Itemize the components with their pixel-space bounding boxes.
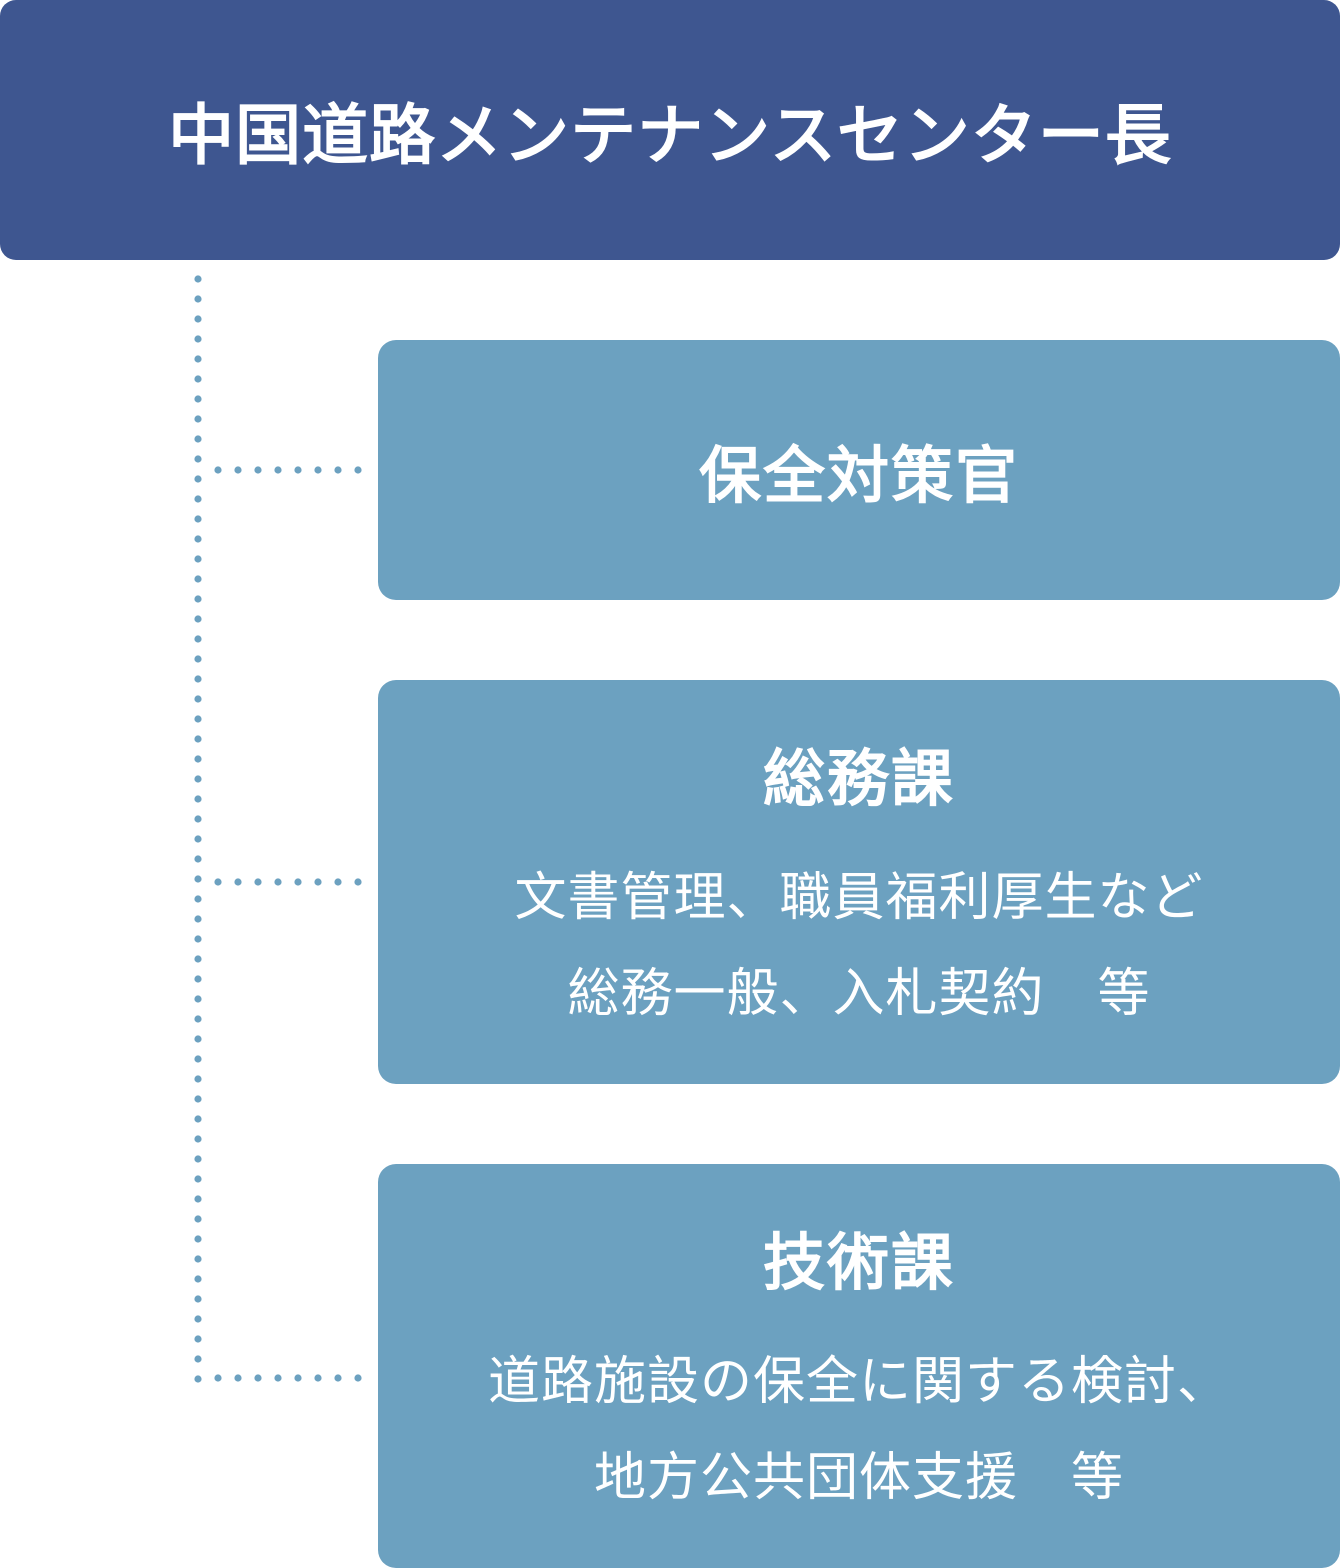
connector-dot <box>194 415 202 423</box>
connector-dot <box>194 1115 202 1123</box>
connector-dot <box>194 815 202 823</box>
unit-desc-line: 地方公共団体支援 等 <box>593 1448 1124 1508</box>
connector-dot <box>194 335 202 343</box>
connector-dot <box>194 1255 202 1263</box>
connector-dot <box>254 878 262 886</box>
connector-dot <box>194 295 202 303</box>
unit-title-safety-officer: 保全対策官 <box>698 439 1019 512</box>
connector-dot <box>194 1035 202 1043</box>
connector-dot <box>194 455 202 463</box>
connector-dot <box>194 495 202 503</box>
unit-box-safety-officer: 保全対策官 <box>378 340 1340 600</box>
connector-dot <box>234 1374 242 1382</box>
connector-dot <box>294 466 302 474</box>
unit-box-general-affairs: 総務課 文書管理、職員福利厚生など 総務一般、入札契約 等 <box>378 680 1340 1084</box>
connector-dot <box>194 635 202 643</box>
connector-dot <box>194 375 202 383</box>
connector-dot <box>194 595 202 603</box>
connector-dot <box>314 878 322 886</box>
connector-dot <box>214 1374 222 1382</box>
connector-dot <box>294 1374 302 1382</box>
connector-trunk-line <box>194 275 202 1383</box>
connector-dot <box>354 1374 362 1382</box>
connector-dot <box>194 855 202 863</box>
connector-dot <box>194 1335 202 1343</box>
connector-dot <box>194 935 202 943</box>
connector-dot <box>194 955 202 963</box>
connector-dot <box>194 1195 202 1203</box>
connector-dot <box>314 466 322 474</box>
connector-dot <box>234 878 242 886</box>
connector-dot <box>214 466 222 474</box>
connector-dot <box>194 535 202 543</box>
connector-dot <box>194 355 202 363</box>
unit-title-technical: 技術課 <box>762 1226 955 1299</box>
connector-dot <box>194 1055 202 1063</box>
connector-dot <box>194 995 202 1003</box>
connector-dot <box>294 878 302 886</box>
unit-title-general-affairs: 総務課 <box>762 742 955 815</box>
connector-dot <box>194 895 202 903</box>
unit-desc-technical: 道路施設の保全に関する検討、 地方公共団体支援 等 <box>488 1334 1230 1526</box>
connector-dot <box>194 1315 202 1323</box>
connector-dot <box>194 915 202 923</box>
connector-dot <box>194 1135 202 1143</box>
connector-dot <box>194 275 202 283</box>
connector-dot <box>354 878 362 886</box>
connector-dot <box>194 1075 202 1083</box>
connector-dot <box>194 755 202 763</box>
center-director-box: 中国道路メンテナンスセンター長 <box>0 0 1340 260</box>
connector-dot <box>214 878 222 886</box>
connector-dot <box>194 1215 202 1223</box>
connector-dot <box>194 735 202 743</box>
connector-dot <box>194 775 202 783</box>
connector-dot <box>194 555 202 563</box>
connector-dot <box>334 878 342 886</box>
connector-dot <box>194 515 202 523</box>
connector-dot <box>194 695 202 703</box>
unit-desc-line: 道路施設の保全に関する検討、 <box>487 1352 1230 1412</box>
connector-dot <box>194 1095 202 1103</box>
connector-dot <box>194 1295 202 1303</box>
connector-branch-general-affairs <box>214 878 362 886</box>
center-director-title: 中国道路メンテナンスセンター長 <box>168 97 1172 174</box>
connector-dot <box>194 675 202 683</box>
connector-dot <box>194 435 202 443</box>
connector-dot <box>274 1374 282 1382</box>
connector-dot <box>194 835 202 843</box>
connector-dot <box>194 1155 202 1163</box>
connector-dot <box>194 315 202 323</box>
connector-dot <box>314 1374 322 1382</box>
connector-dot <box>354 466 362 474</box>
connector-dot <box>194 1355 202 1363</box>
connector-dot <box>194 875 202 883</box>
connector-dot <box>254 1374 262 1382</box>
connector-dot <box>234 466 242 474</box>
connector-branch-technical <box>214 1374 362 1382</box>
connector-dot <box>254 466 262 474</box>
connector-dot <box>194 475 202 483</box>
connector-dot <box>194 975 202 983</box>
connector-dot <box>274 466 282 474</box>
connector-dot <box>194 715 202 723</box>
connector-dot <box>334 466 342 474</box>
connector-dot <box>194 795 202 803</box>
connector-dot <box>274 878 282 886</box>
unit-box-technical: 技術課 道路施設の保全に関する検討、 地方公共団体支援 等 <box>378 1164 1340 1568</box>
connector-dot <box>194 575 202 583</box>
connector-dot <box>194 1015 202 1023</box>
unit-desc-line: 文書管理、職員福利厚生など <box>514 868 1204 928</box>
connector-dot <box>194 1375 202 1383</box>
connector-dot <box>194 1175 202 1183</box>
connector-dot <box>194 615 202 623</box>
connector-dot <box>194 395 202 403</box>
connector-dot <box>194 1235 202 1243</box>
connector-branch-safety-officer <box>214 466 362 474</box>
unit-desc-line: 総務一般、入札契約 等 <box>567 964 1151 1024</box>
connector-dot <box>194 1275 202 1283</box>
connector-dot <box>334 1374 342 1382</box>
connector-dot <box>194 655 202 663</box>
unit-desc-general-affairs: 文書管理、職員福利厚生など 総務一般、入札契約 等 <box>514 850 1203 1042</box>
